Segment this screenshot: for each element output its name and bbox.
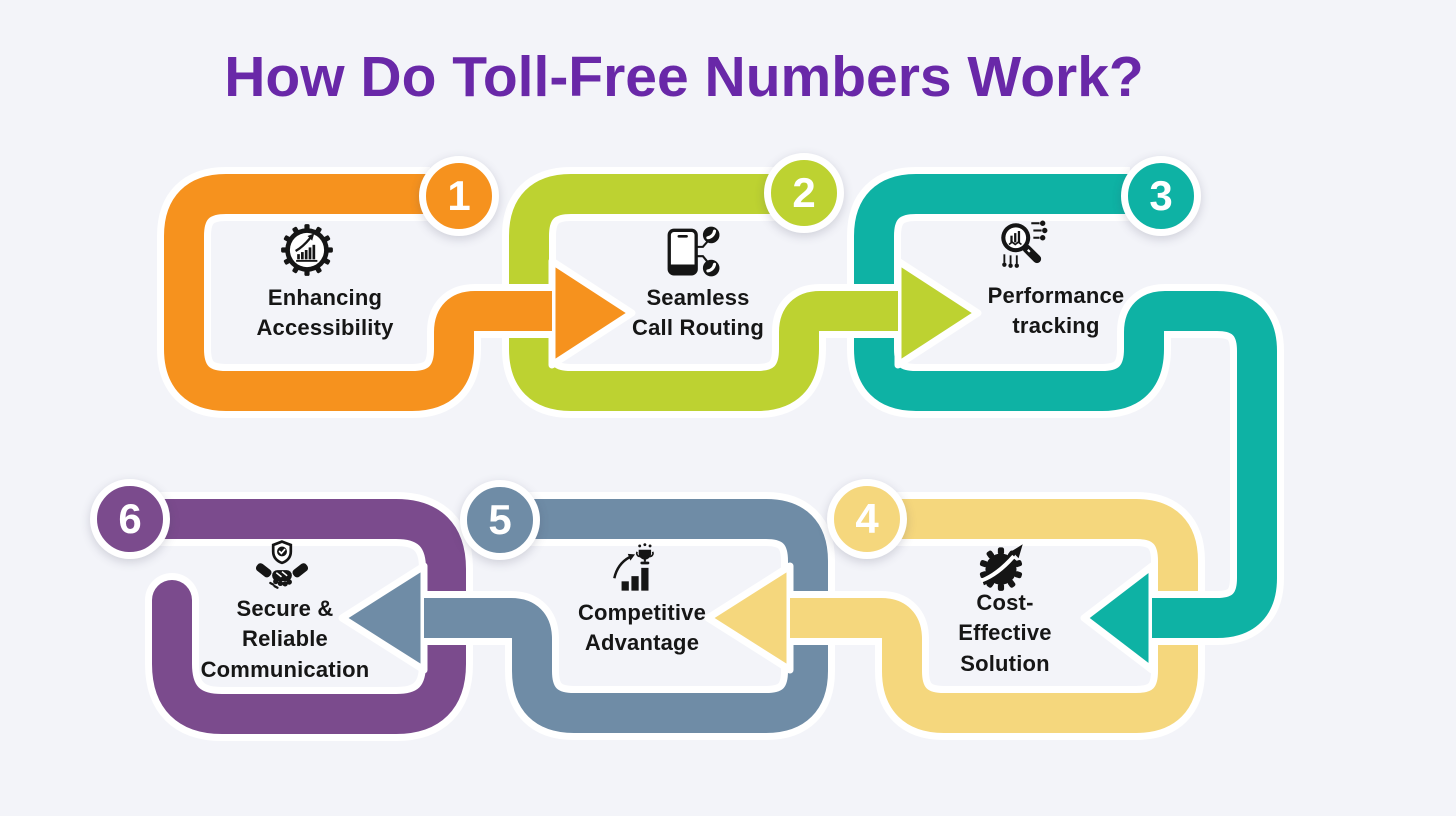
gear-growth-arrow-icon	[979, 544, 1023, 591]
step-2-loop	[502, 167, 982, 418]
step-4-badge: 4	[827, 479, 907, 559]
step-5-badge: 5	[460, 480, 540, 560]
step-1-loop	[157, 167, 636, 418]
step-3-loop	[847, 167, 1284, 674]
gear-growth-chart-icon	[281, 224, 333, 276]
step-5-loop	[338, 492, 835, 740]
step-3-label: Performance tracking	[987, 283, 1125, 339]
magnifier-analytics-icon	[1001, 220, 1048, 268]
bars-trophy-icon	[613, 543, 654, 591]
step-6-badge: 6	[90, 479, 170, 559]
step-6-loop	[123, 492, 473, 741]
step-1-badge: 1	[419, 156, 499, 236]
step-2-label: Seamless Call Routing	[632, 285, 764, 341]
step-5-label: Competitive Advantage	[577, 600, 707, 656]
step-4-loop	[704, 492, 1205, 740]
step-4-label: Cost- Effective Solution	[958, 590, 1052, 676]
step-3-badge: 3	[1121, 156, 1201, 236]
step-2-badge: 2	[764, 153, 844, 233]
step-6-label: Secure & Reliable Communication	[200, 596, 370, 682]
handshake-shield-icon	[255, 540, 309, 589]
step-1-label: Enhancing Accessibility	[256, 285, 394, 341]
phone-call-routing-icon	[667, 226, 720, 277]
page-title: How Do Toll-Free Numbers Work?	[224, 45, 1144, 109]
